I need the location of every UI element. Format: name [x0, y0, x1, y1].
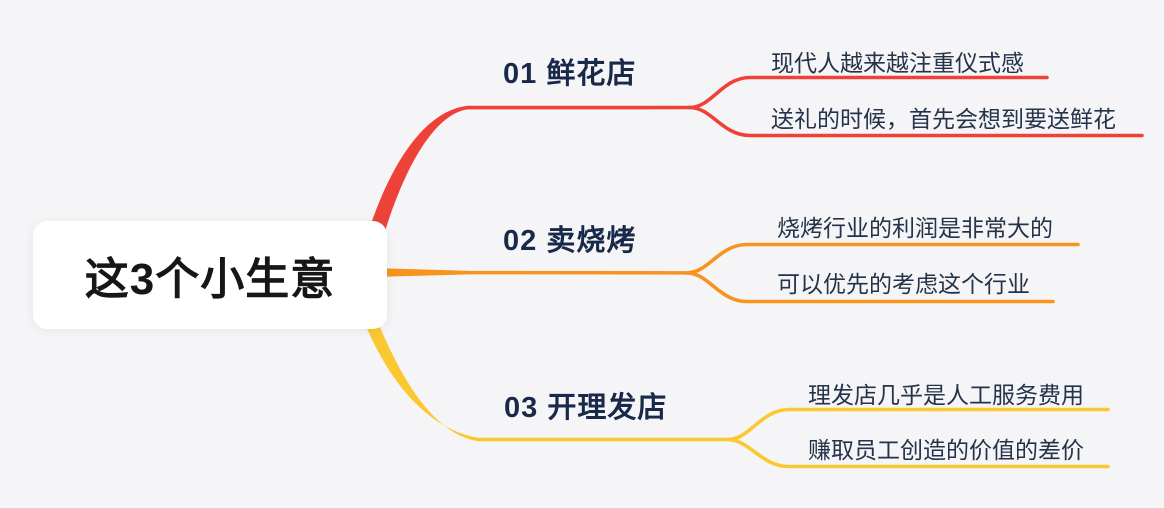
branch-2-topic[interactable]: 02 卖烧烤	[503, 225, 637, 257]
branch-1-child-1[interactable]: 现代人越来越注重仪式感	[771, 50, 1024, 76]
branch-3-child-1-line	[726, 407, 1110, 442]
branch-2-child-1-line	[685, 242, 1080, 275]
branch-2-child-2-line	[685, 271, 1055, 304]
branch-3-child-2[interactable]: 赚取员工创造的价值的差价	[808, 437, 1084, 463]
branch-1-child-1-line	[688, 75, 1049, 110]
branch-1-topic[interactable]: 01 鲜花店	[503, 58, 637, 90]
branch-2-child-2[interactable]: 可以优先的考虑这个行业	[777, 271, 1030, 297]
branch-2-main-line	[382, 268, 687, 277]
branch-3-child-1[interactable]: 理发店几乎是人工服务费用	[808, 382, 1084, 408]
branch-3-topic[interactable]: 03 开理发店	[504, 392, 668, 424]
root-topic[interactable]: 这3个小生意	[33, 221, 387, 329]
root-topic-label: 这3个小生意	[84, 255, 336, 304]
branch-2-child-1[interactable]: 烧烤行业的利润是非常大的	[777, 215, 1053, 241]
branch-1-child-2[interactable]: 送礼的时候，首先会想到要送鲜花	[771, 106, 1116, 132]
branch-1-child-2-line	[688, 105, 1144, 138]
branch-3-child-2-line	[726, 437, 1110, 469]
